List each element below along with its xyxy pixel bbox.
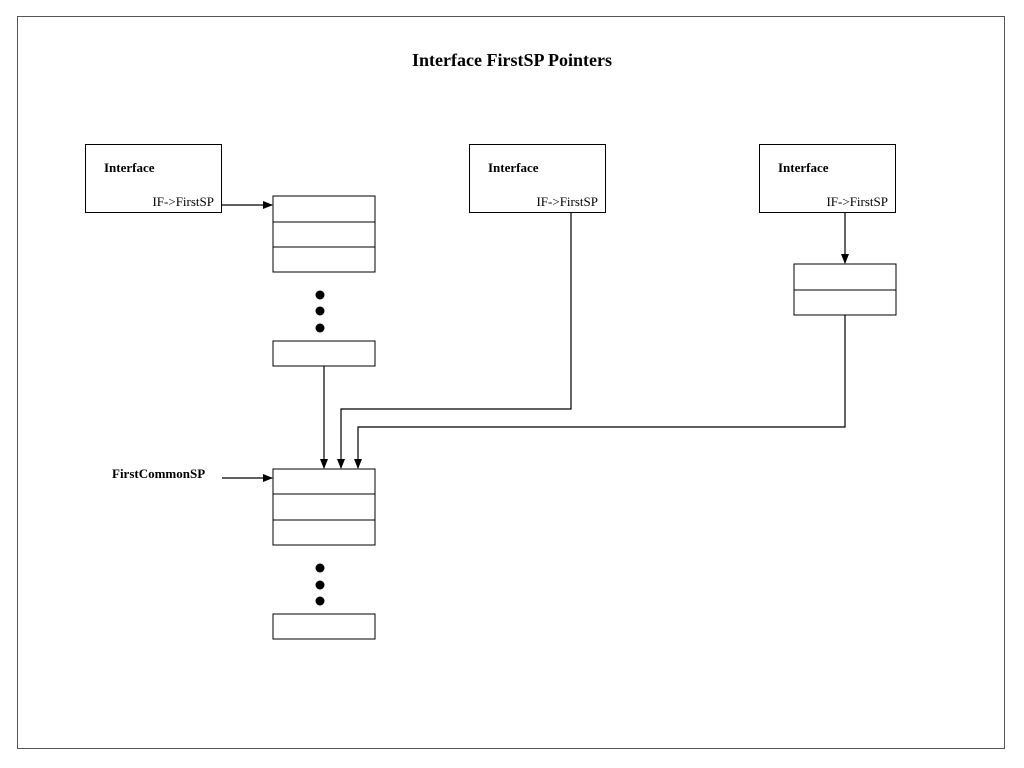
sp-node-1a xyxy=(272,195,376,223)
interface-box-3: Interface IF->FirstSP xyxy=(759,144,896,213)
diagram-frame xyxy=(17,16,1005,749)
sp-node-3a xyxy=(793,263,897,291)
common-sp-node-a xyxy=(272,468,376,495)
ellipsis-dot xyxy=(315,290,325,300)
sp-node-1-last xyxy=(272,340,376,367)
link-arrow-right-list xyxy=(354,315,846,469)
interface-box-2: Interface IF->FirstSP xyxy=(469,144,606,213)
ellipsis-dot xyxy=(315,563,325,573)
interface-header: Interface xyxy=(488,160,539,175)
ellipsis-dot xyxy=(315,323,325,333)
interface-header: Interface xyxy=(104,160,155,175)
sp-node-1c xyxy=(272,246,376,273)
interface-header: Interface xyxy=(778,160,829,175)
first-common-sp-label: FirstCommonSP xyxy=(112,466,206,481)
common-sp-node-c xyxy=(272,519,376,546)
interface-pointer-label: IF->FirstSP xyxy=(152,194,214,209)
pointer-arrow-if2 xyxy=(337,213,572,469)
interface-box-1: Interface IF->FirstSP xyxy=(85,144,222,213)
sp-node-3b xyxy=(793,289,897,316)
ellipsis-dot xyxy=(315,580,325,590)
ellipsis-dot xyxy=(315,596,325,606)
interface-pointer-label: IF->FirstSP xyxy=(826,194,888,209)
common-sp-node-b xyxy=(272,493,376,521)
sp-node-1b xyxy=(272,221,376,248)
diagram-title: Interface FirstSP Pointers xyxy=(412,50,612,70)
interface-pointer-label: IF->FirstSP xyxy=(536,194,598,209)
ellipsis-dot xyxy=(315,306,325,316)
common-sp-node-last xyxy=(272,613,376,640)
